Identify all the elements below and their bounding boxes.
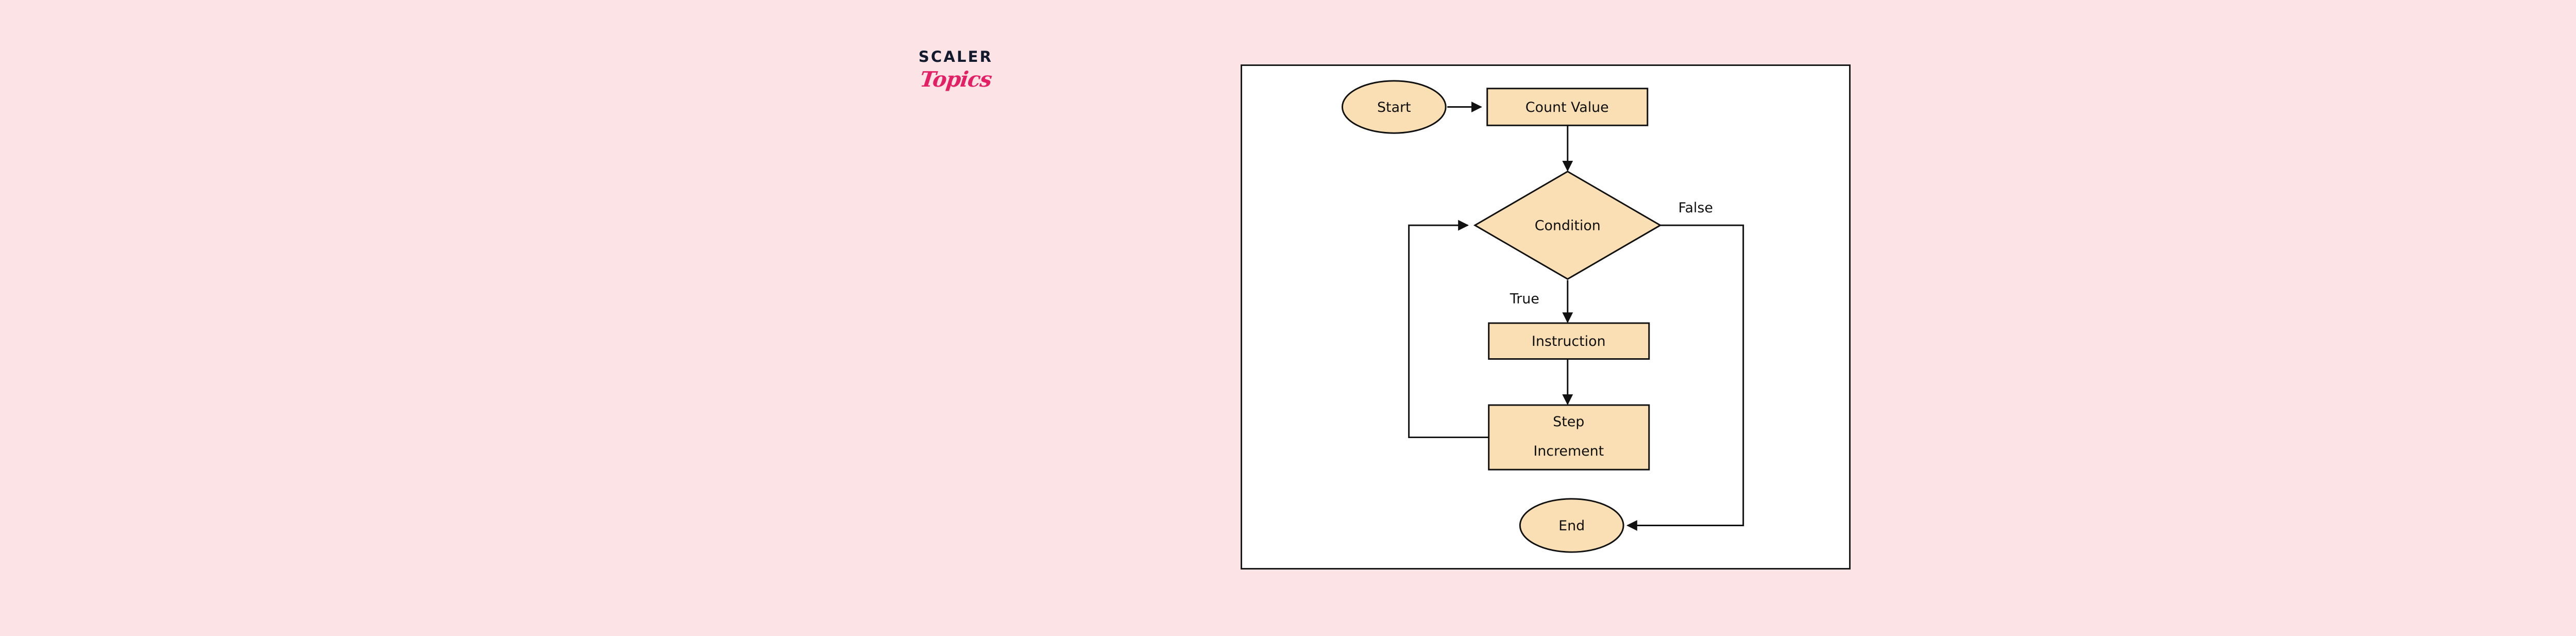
flowchart-panel: Start Count Value Condition Instruction … [1241,64,1851,570]
node-instruction[interactable]: Instruction [1488,322,1650,360]
node-end[interactable]: End [1519,498,1624,553]
condition-label: Condition [1535,218,1601,234]
count-value-rect [1486,88,1649,126]
step-increment-rect [1488,404,1650,471]
end-ellipse [1519,498,1624,553]
node-count-value[interactable]: Count Value [1486,88,1649,126]
step-increment-label-line2: Increment [1533,443,1604,459]
instruction-rect [1488,322,1650,360]
edge-label-true: True [1510,291,1539,307]
start-ellipse [1341,80,1447,134]
end-label: End [1558,518,1585,534]
connector-condition-to-end-false [1626,224,1744,531]
scaler-topics-logo: SCALER Topics [894,49,1018,122]
node-step-increment[interactable]: Step Increment [1488,404,1650,471]
loop-flowchart: Start Count Value Condition Instruction … [1341,80,1744,553]
edge-label-false: False [1679,200,1713,216]
instruction-label: Instruction [1532,333,1606,349]
node-condition[interactable]: Condition [1473,171,1662,280]
connector-step-increment-to-condition-loopback [1408,220,1489,439]
step-increment-label-line1: Step [1553,414,1584,430]
condition-diamond [1473,171,1662,280]
brand-wordmark: SCALER [918,48,993,65]
node-start[interactable]: Start [1341,80,1447,134]
start-label: Start [1377,99,1411,115]
brand-script-topics: Topics [918,67,993,92]
count-value-label: Count Value [1526,99,1609,115]
